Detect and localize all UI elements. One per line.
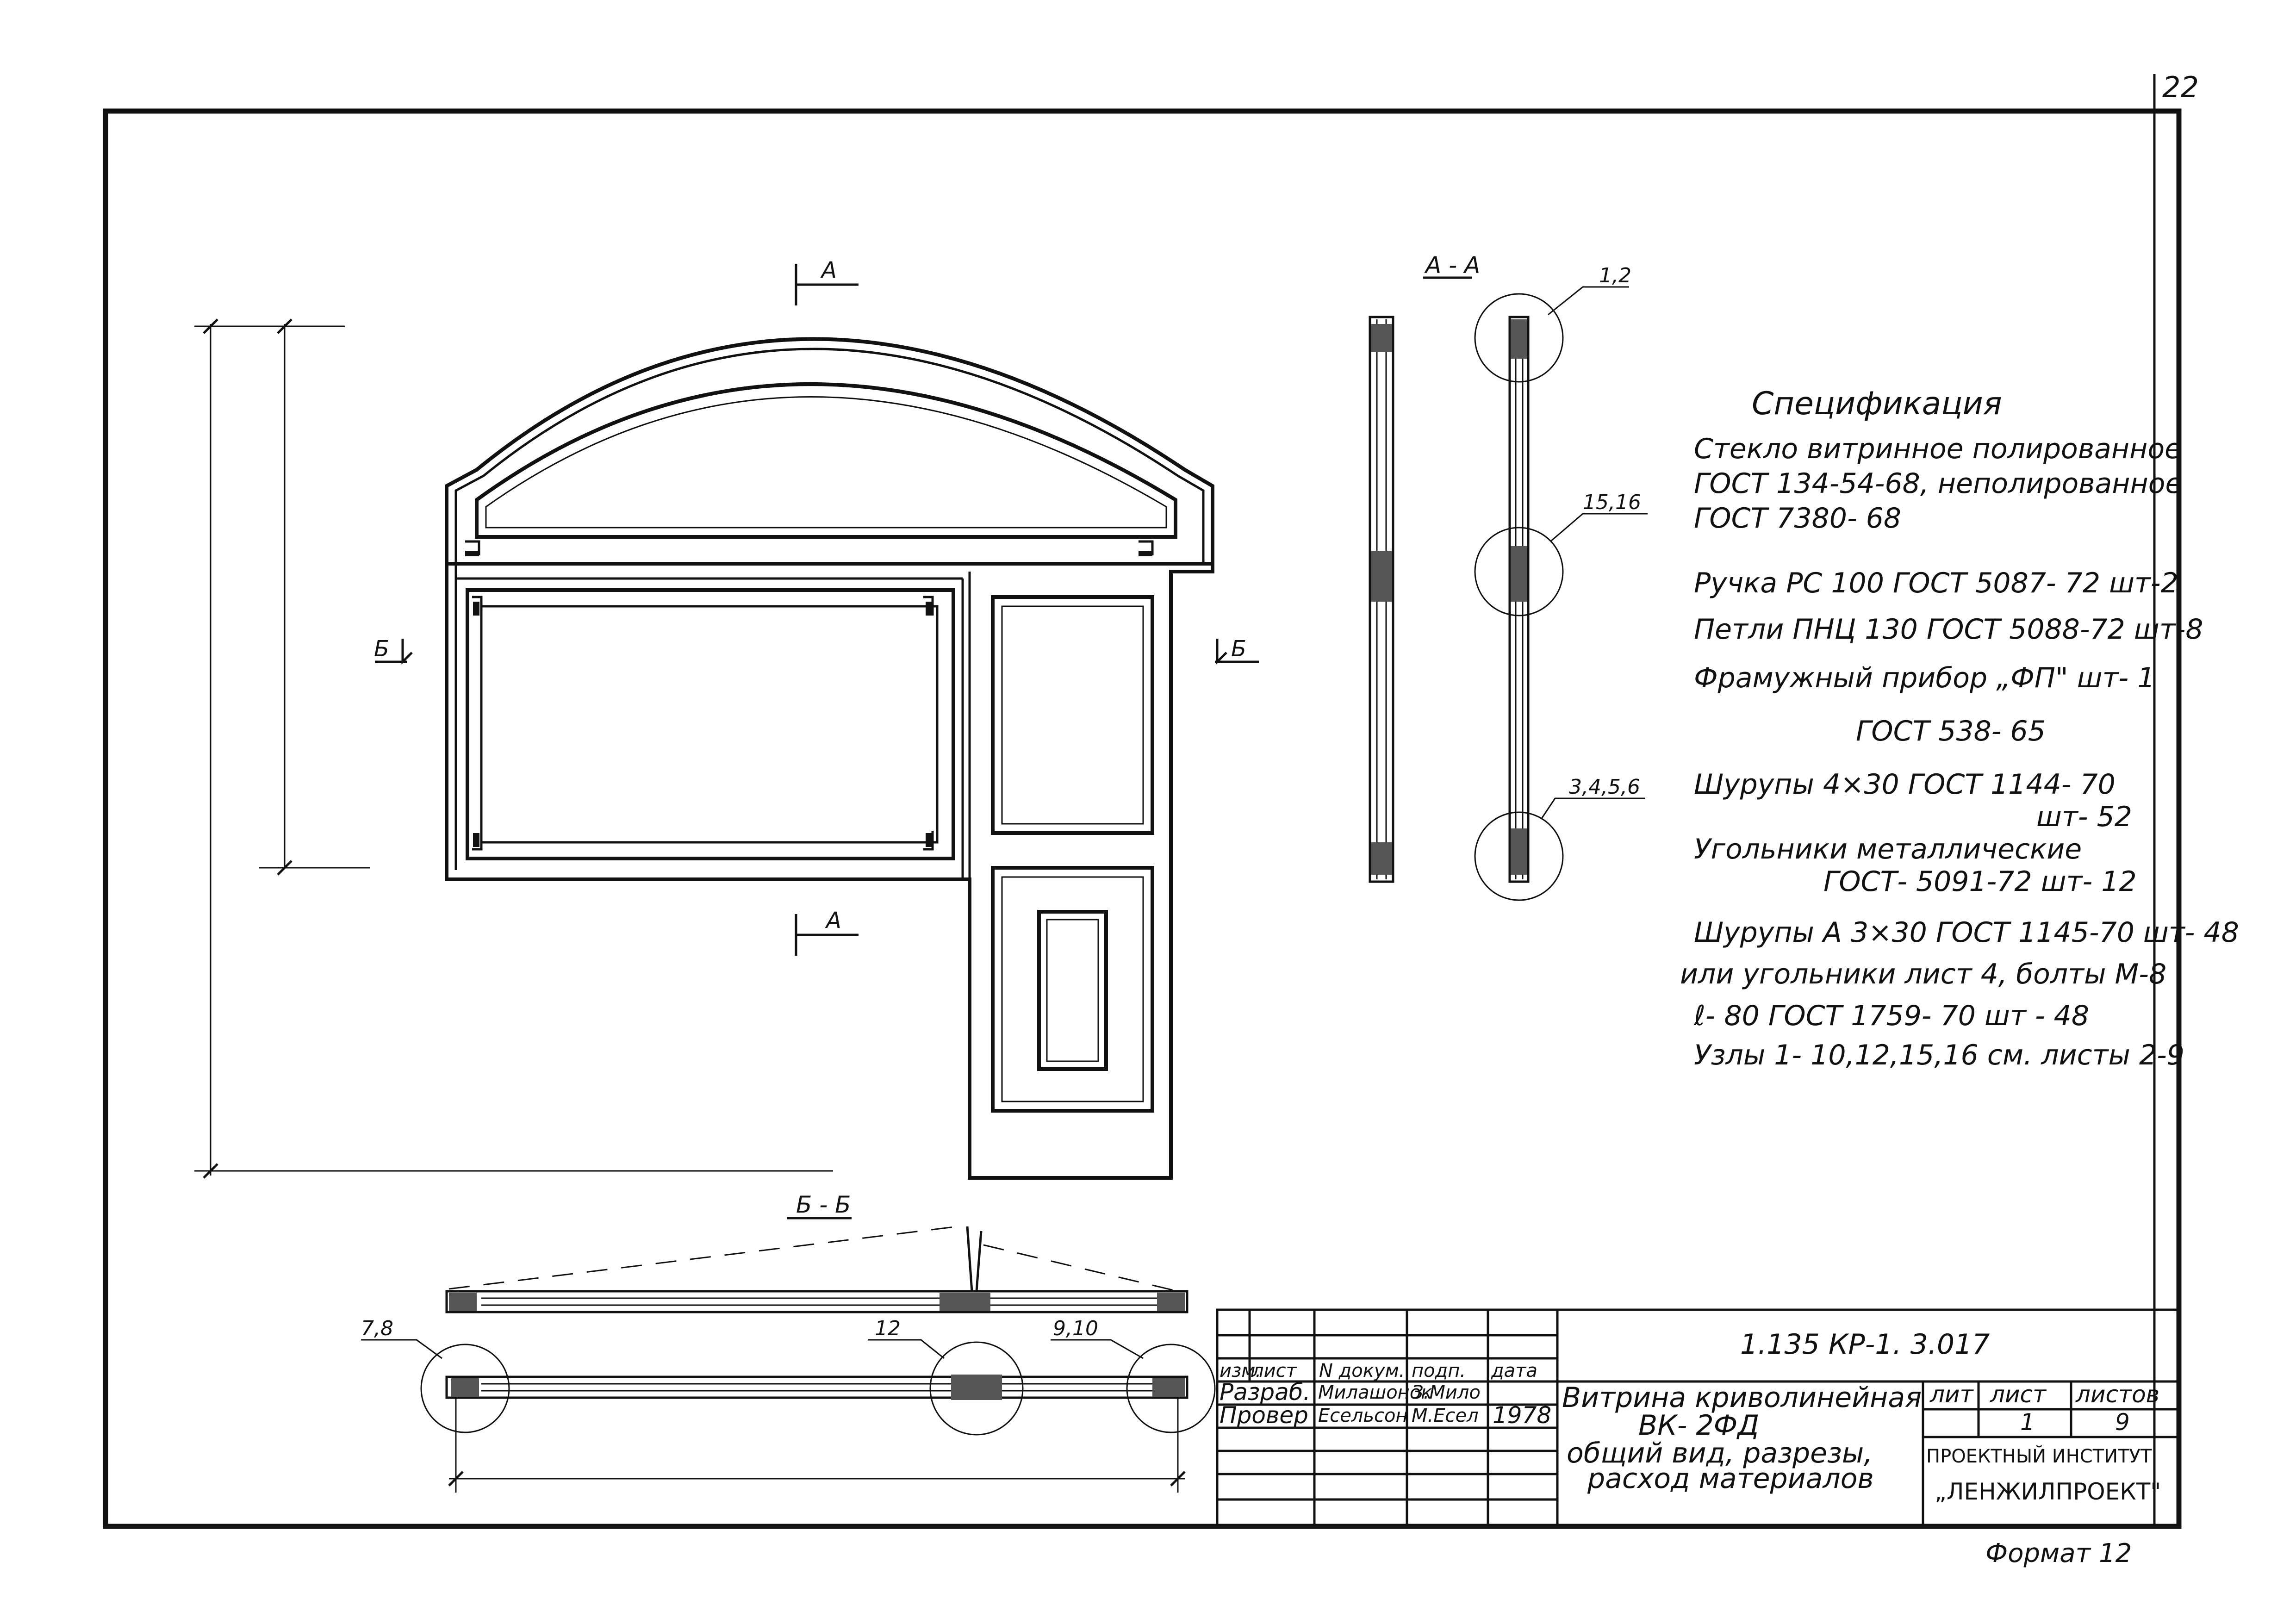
section-a-a: А - А 1,2 15,16 3,4,5,6: [1369, 252, 1648, 901]
sheet-value: 1: [2020, 1409, 2035, 1436]
callout-b-3: 9,10: [1053, 1317, 1098, 1340]
name-checker: Есельсон: [1318, 1405, 1408, 1426]
spec-line: шт- 52: [2036, 801, 2132, 833]
spec-line: ГОСТ- 5091-72 шт- 12: [1823, 865, 2137, 898]
section-a-marker-top: А: [820, 257, 837, 283]
drawing-title-line: расход материалов: [1587, 1462, 1874, 1495]
th-sign: подп.: [1412, 1360, 1466, 1381]
org-line2: „ЛЕНЖИЛПРОЕКТ": [1935, 1478, 2161, 1505]
section-b-marker-left: Б: [374, 636, 389, 662]
section-b-b: Б - Б 7,8 12 9,10: [361, 1191, 1216, 1493]
role-checker: Провер: [1220, 1402, 1308, 1429]
sheet-label: лист: [1990, 1381, 2047, 1408]
spec-title: Спецификация: [1752, 386, 2002, 422]
sheets-value: 9: [2115, 1409, 2130, 1436]
spec-line: Фрамужный прибор „ФП" шт- 1: [1694, 662, 2155, 694]
sign-checker: М.Есел: [1412, 1405, 1479, 1426]
sheet-frame: [103, 74, 2182, 1529]
spec-line: Ручка РС 100 ГОСТ 5087- 72 шт-2: [1694, 567, 2178, 599]
th-date: дата: [1491, 1360, 1537, 1381]
sign-developer: З.Мило: [1412, 1382, 1481, 1403]
spec-line: Стекло витринное полированное: [1694, 433, 2182, 465]
section-a-title: А - А: [1424, 252, 1480, 279]
callout-b-1: 7,8: [361, 1317, 393, 1340]
callout-a-1: 1,2: [1599, 264, 1631, 287]
section-b-title: Б - Б: [796, 1191, 851, 1218]
spec-line: ГОСТ 538- 65: [1856, 715, 2046, 747]
th-change: изм.: [1220, 1360, 1261, 1381]
callout-a-2: 15,16: [1583, 491, 1641, 514]
spec-line: ГОСТ 7380- 68: [1694, 502, 1901, 535]
spec-line: Угольники металлические: [1694, 833, 2082, 865]
role-developer: Разраб.: [1220, 1379, 1310, 1406]
doc-number: 1.135 КР-1. 3.017: [1740, 1328, 1990, 1361]
spec-line: или угольники лист 4, болты М-8: [1680, 958, 2166, 990]
drawing-title-line: Витрина криволинейная: [1562, 1381, 1922, 1414]
th-sheet: лист: [1251, 1360, 1298, 1381]
section-b-marker-right: Б: [1231, 636, 1246, 662]
drawing-title-line: ВК- 2ФД: [1638, 1409, 1759, 1442]
specification: Спецификация Стекло витринное полированн…: [1680, 386, 2239, 1071]
callout-b-2: 12: [875, 1317, 901, 1340]
spec-line: ГОСТ 134-54-68, неполированное: [1694, 467, 2182, 500]
spec-line: Шурупы А 3×30 ГОСТ 1145-70 шт- 48: [1694, 916, 2239, 949]
org-line1: ПРОЕКТНЫЙ ИНСТИТУТ: [1926, 1445, 2152, 1467]
section-a-marker-bottom: А: [825, 908, 841, 933]
spec-line: Узлы 1- 10,12,15,16 см. листы 2-9: [1694, 1039, 2184, 1071]
drawing-title-line: общий вид, разрезы,: [1567, 1437, 1873, 1469]
format-label: Формат 12: [1985, 1538, 2132, 1568]
spec-line: Шурупы 4×30 ГОСТ 1144- 70: [1694, 768, 2116, 801]
title-block: 1.135 КР-1. 3.017 изм. лист N докум. под…: [1216, 1308, 2180, 1528]
callout-a-3: 3,4,5,6: [1569, 775, 1640, 799]
th-doc-no: N докум.: [1319, 1360, 1405, 1381]
spec-line: ℓ- 80 ГОСТ 1759- 70 шт - 48: [1693, 1000, 2089, 1032]
name-developer: Милашонок: [1318, 1382, 1432, 1403]
front-elevation: А А Б Б: [194, 257, 1259, 1180]
date-checker: 1978: [1493, 1402, 1551, 1429]
sheets-label: листов: [2075, 1381, 2159, 1408]
page-number: 22: [2162, 70, 2199, 104]
lit-label: лит: [1929, 1381, 1974, 1408]
spec-line: Петли ПНЦ 130 ГОСТ 5088-72 шт-8: [1694, 613, 2203, 646]
